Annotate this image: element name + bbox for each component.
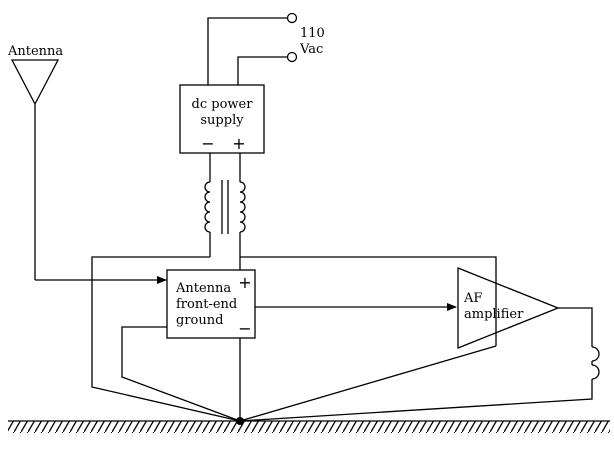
amp-output-wire [558,307,593,347]
headphone-coil-icon [591,346,600,380]
outer-loop-wire [91,256,241,422]
psu-label-line1: dc power [192,97,254,112]
ground-plane [8,420,610,433]
front-end-plus-sign: + [238,273,251,292]
headphone-return-wire [239,379,593,422]
front-end-ground-wire [121,326,241,422]
positive-supply-wire [240,256,497,346]
mains-terminal-top [286,12,298,24]
amp-ground-wire [239,345,497,422]
dc-power-supply-box [179,84,265,154]
psu-plus-sign: + [232,134,245,153]
mains-label-110: 110 [300,26,325,41]
front-end-label-line2: front-end [176,297,237,312]
mains-label-vac: Vac [299,42,323,57]
mains-wire-2 [237,56,287,85]
front-end-label-line3: ground [176,313,223,328]
front-end-minus-sign: − [238,319,251,338]
front-end-box [166,269,256,339]
psu-label-line2: supply [200,113,244,128]
amp-label-line1: AF [463,291,482,306]
amp-label-line2: amplifier [464,307,524,322]
psu-minus-sign: − [201,134,214,153]
mains-terminal-bottom [286,51,298,63]
antenna-symbol [10,59,60,280]
mains-wire-1 [207,17,287,85]
choke-transformer [204,153,246,270]
antenna-label: Antenna [7,44,63,59]
af-amplifier-triangle [457,267,560,349]
front-end-label-line1: Antenna [175,281,231,296]
